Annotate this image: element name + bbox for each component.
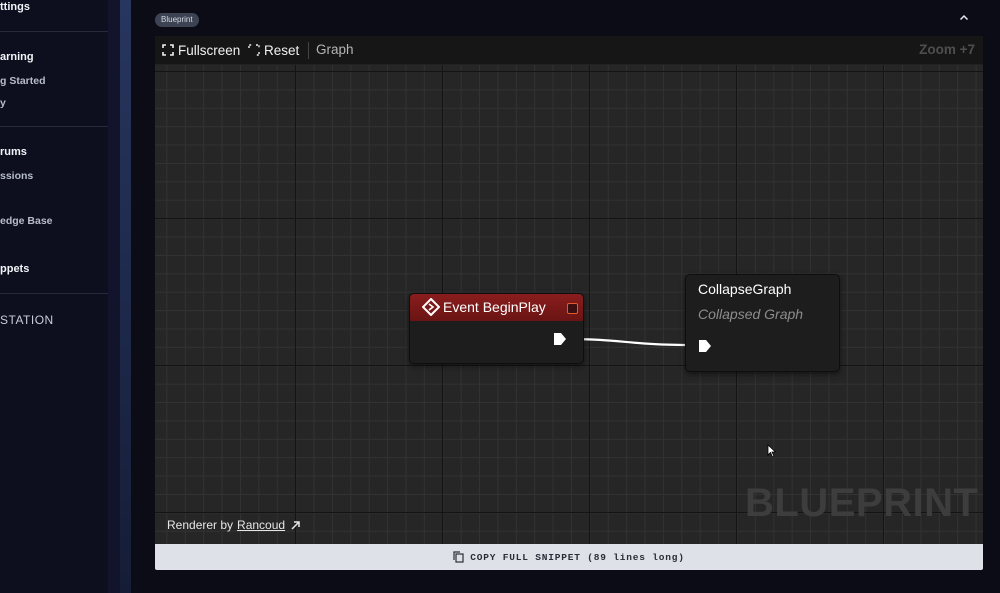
sidebar-divider [0,31,108,32]
blueprint-badge: Blueprint [155,13,199,27]
exec-out-pin[interactable] [553,332,567,346]
blueprint-panel: Fullscreen Reset Graph Zoom +7 [155,36,983,570]
fullscreen-button[interactable]: Fullscreen [162,42,240,58]
node-title: Event BeginPlay [443,299,546,315]
external-link-icon[interactable] [290,520,301,531]
reset-label: Reset [264,42,300,58]
collapse-graph-node[interactable]: CollapseGraph Collapsed Graph [685,274,840,372]
zoom-level: Zoom +7 [919,42,975,57]
sidebar-divider [0,126,108,127]
sidebar-item-discussions[interactable]: ssions [0,170,34,182]
node-title: CollapseGraph [698,281,792,297]
sidebar-item-library[interactable]: y [0,97,6,109]
graph-toolbar: Fullscreen Reset Graph Zoom +7 [155,36,983,65]
chevron-up-icon[interactable] [957,12,971,26]
sidebar-item-snippets[interactable]: ppets [0,263,30,275]
sidebar-scrollbar[interactable] [120,0,131,593]
sidebar-item-getting-started[interactable]: g Started [0,75,46,87]
node-subtitle: Collapsed Graph [698,306,804,322]
sidebar: ttings arning g Started y rums ssions ed… [0,0,108,593]
sidebar-item-learning[interactable]: arning [0,51,34,63]
copy-snippet-label: COPY FULL SNIPPET (89 lines long) [470,551,685,563]
graph-canvas[interactable]: Event BeginPlay CollapseGraph Collapsed … [155,65,983,544]
sidebar-item-knowledge-base[interactable]: edge Base [0,215,53,227]
sidebar-item-station[interactable]: STATION [0,313,54,327]
mouse-cursor-icon [767,444,777,458]
event-beginplay-node[interactable]: Event BeginPlay [409,293,584,364]
renderer-prefix: Renderer by [167,518,234,532]
sidebar-item-settings[interactable]: ttings [0,1,30,13]
fullscreen-icon [162,44,174,56]
event-diamond-icon [422,298,440,316]
fullscreen-label: Fullscreen [178,42,241,58]
main-content: Blueprint Fullscreen Reset [131,0,1000,593]
blueprint-watermark: BLUEPRINT [745,481,979,525]
reset-icon [248,44,260,56]
renderer-credit: Renderer by Rancoud [167,518,301,532]
copy-snippet-button[interactable]: COPY FULL SNIPPET (89 lines long) [155,544,983,570]
toolbar-separator [308,42,309,59]
delegate-pin[interactable] [567,303,578,314]
exec-in-pin[interactable] [698,339,712,353]
sidebar-item-forums[interactable]: rums [0,146,27,158]
copy-icon [453,551,464,563]
rancoud-link[interactable]: Rancoud [237,518,286,532]
sidebar-divider [0,293,108,294]
sidebar-edge [108,0,120,593]
graph-tab[interactable]: Graph [316,42,354,57]
reset-button[interactable]: Reset [248,42,299,58]
